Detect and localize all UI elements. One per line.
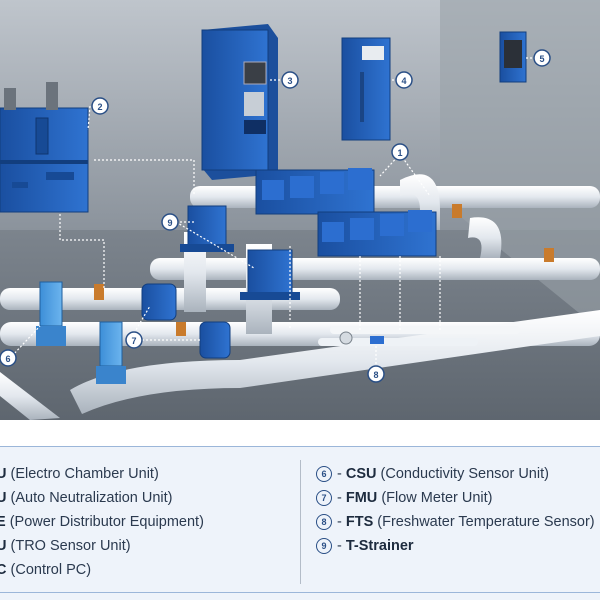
callout-label: 8 [373, 370, 378, 380]
small-valves [94, 204, 554, 336]
callout-3: 3 [281, 71, 299, 89]
callout-label: 6 [5, 354, 10, 364]
callout-label: 5 [539, 54, 544, 64]
legend-code: U [0, 538, 7, 554]
control-pc [499, 31, 527, 83]
callout-label: 7 [131, 336, 136, 346]
legend-dash: - [337, 538, 342, 554]
power-distributor-cabinet [201, 24, 278, 180]
callout-7: 7 [125, 331, 143, 349]
auto-neutralization-units [255, 168, 437, 257]
legend-item-6: 6- CSU (Conductivity Sensor Unit) [316, 464, 549, 484]
legend-number: 8 [316, 514, 332, 530]
freshwater-temperature-sensor [339, 331, 384, 345]
legend-name: (Electro Chamber Unit) [10, 466, 159, 482]
callout-label: 3 [287, 76, 292, 86]
pipe-network [0, 174, 600, 420]
callout-2: 2 [91, 97, 109, 115]
callout-5: 5 [533, 49, 551, 67]
callout-label: 1 [397, 148, 402, 158]
legend-name: (Freshwater Temperature Sensor) [377, 514, 595, 530]
right-wall [440, 0, 600, 330]
legend-item-3: E (Power Distributor Equipment) [0, 512, 204, 532]
callout-9: 9 [161, 213, 179, 231]
legend-name: (Auto Neutralization Unit) [10, 490, 173, 506]
t-strainers [180, 205, 300, 300]
legend-item-8: 8- FTS (Freshwater Temperature Sensor) [316, 512, 595, 532]
electro-chamber-unit [0, 82, 89, 213]
legend-code: E [0, 514, 6, 530]
legend-item-4: U (TRO Sensor Unit) [0, 536, 131, 556]
callout-6: 6 [0, 349, 17, 367]
tro-sensor-cabinet [341, 37, 391, 141]
legend-name: (Power Distributor Equipment) [9, 514, 204, 530]
legend-dash: - [337, 514, 342, 530]
legend-name: (Control PC) [10, 562, 92, 578]
callout-label: 9 [167, 218, 172, 228]
legend-item-5: C (Control PC) [0, 560, 91, 580]
legend-name: (TRO Sensor Unit) [10, 538, 131, 554]
legend-divider [300, 460, 301, 584]
legend-code: FMU [345, 490, 378, 506]
legend-item-7: 7- FMU (Flow Meter Unit) [316, 488, 493, 508]
bottom-rule [0, 592, 600, 593]
legend-number: 6 [316, 466, 332, 482]
legend-code: U [0, 490, 7, 506]
flow-meter-units [141, 283, 231, 359]
legend-dash: - [337, 466, 342, 482]
legend-item-9: 9- T-Strainer [316, 536, 414, 556]
legend-dash: - [337, 490, 342, 506]
callout-4: 4 [395, 71, 413, 89]
callout-8: 8 [367, 365, 385, 383]
legend-name: (Flow Meter Unit) [381, 490, 493, 506]
legend-code: FTS [345, 514, 374, 530]
legend-number: 7 [316, 490, 332, 506]
legend-code: T-Strainer [345, 538, 414, 554]
legend-code: CSU [345, 466, 377, 482]
legend-item-2: U (Auto Neutralization Unit) [0, 488, 173, 508]
callout-leaders [11, 57, 536, 372]
callout-label: 2 [97, 102, 102, 112]
legend-code: U [0, 466, 7, 482]
legend-item-1: U (Electro Chamber Unit) [0, 464, 159, 484]
system-illustration: 1 2 3 4 5 6 7 8 [0, 0, 600, 420]
legend-name: (Conductivity Sensor Unit) [380, 466, 549, 482]
callout-label: 4 [401, 76, 406, 86]
legend-number: 9 [316, 538, 332, 554]
conductivity-sensor-units [36, 281, 126, 384]
legend-code: C [0, 562, 7, 578]
callout-1: 1 [391, 143, 409, 161]
